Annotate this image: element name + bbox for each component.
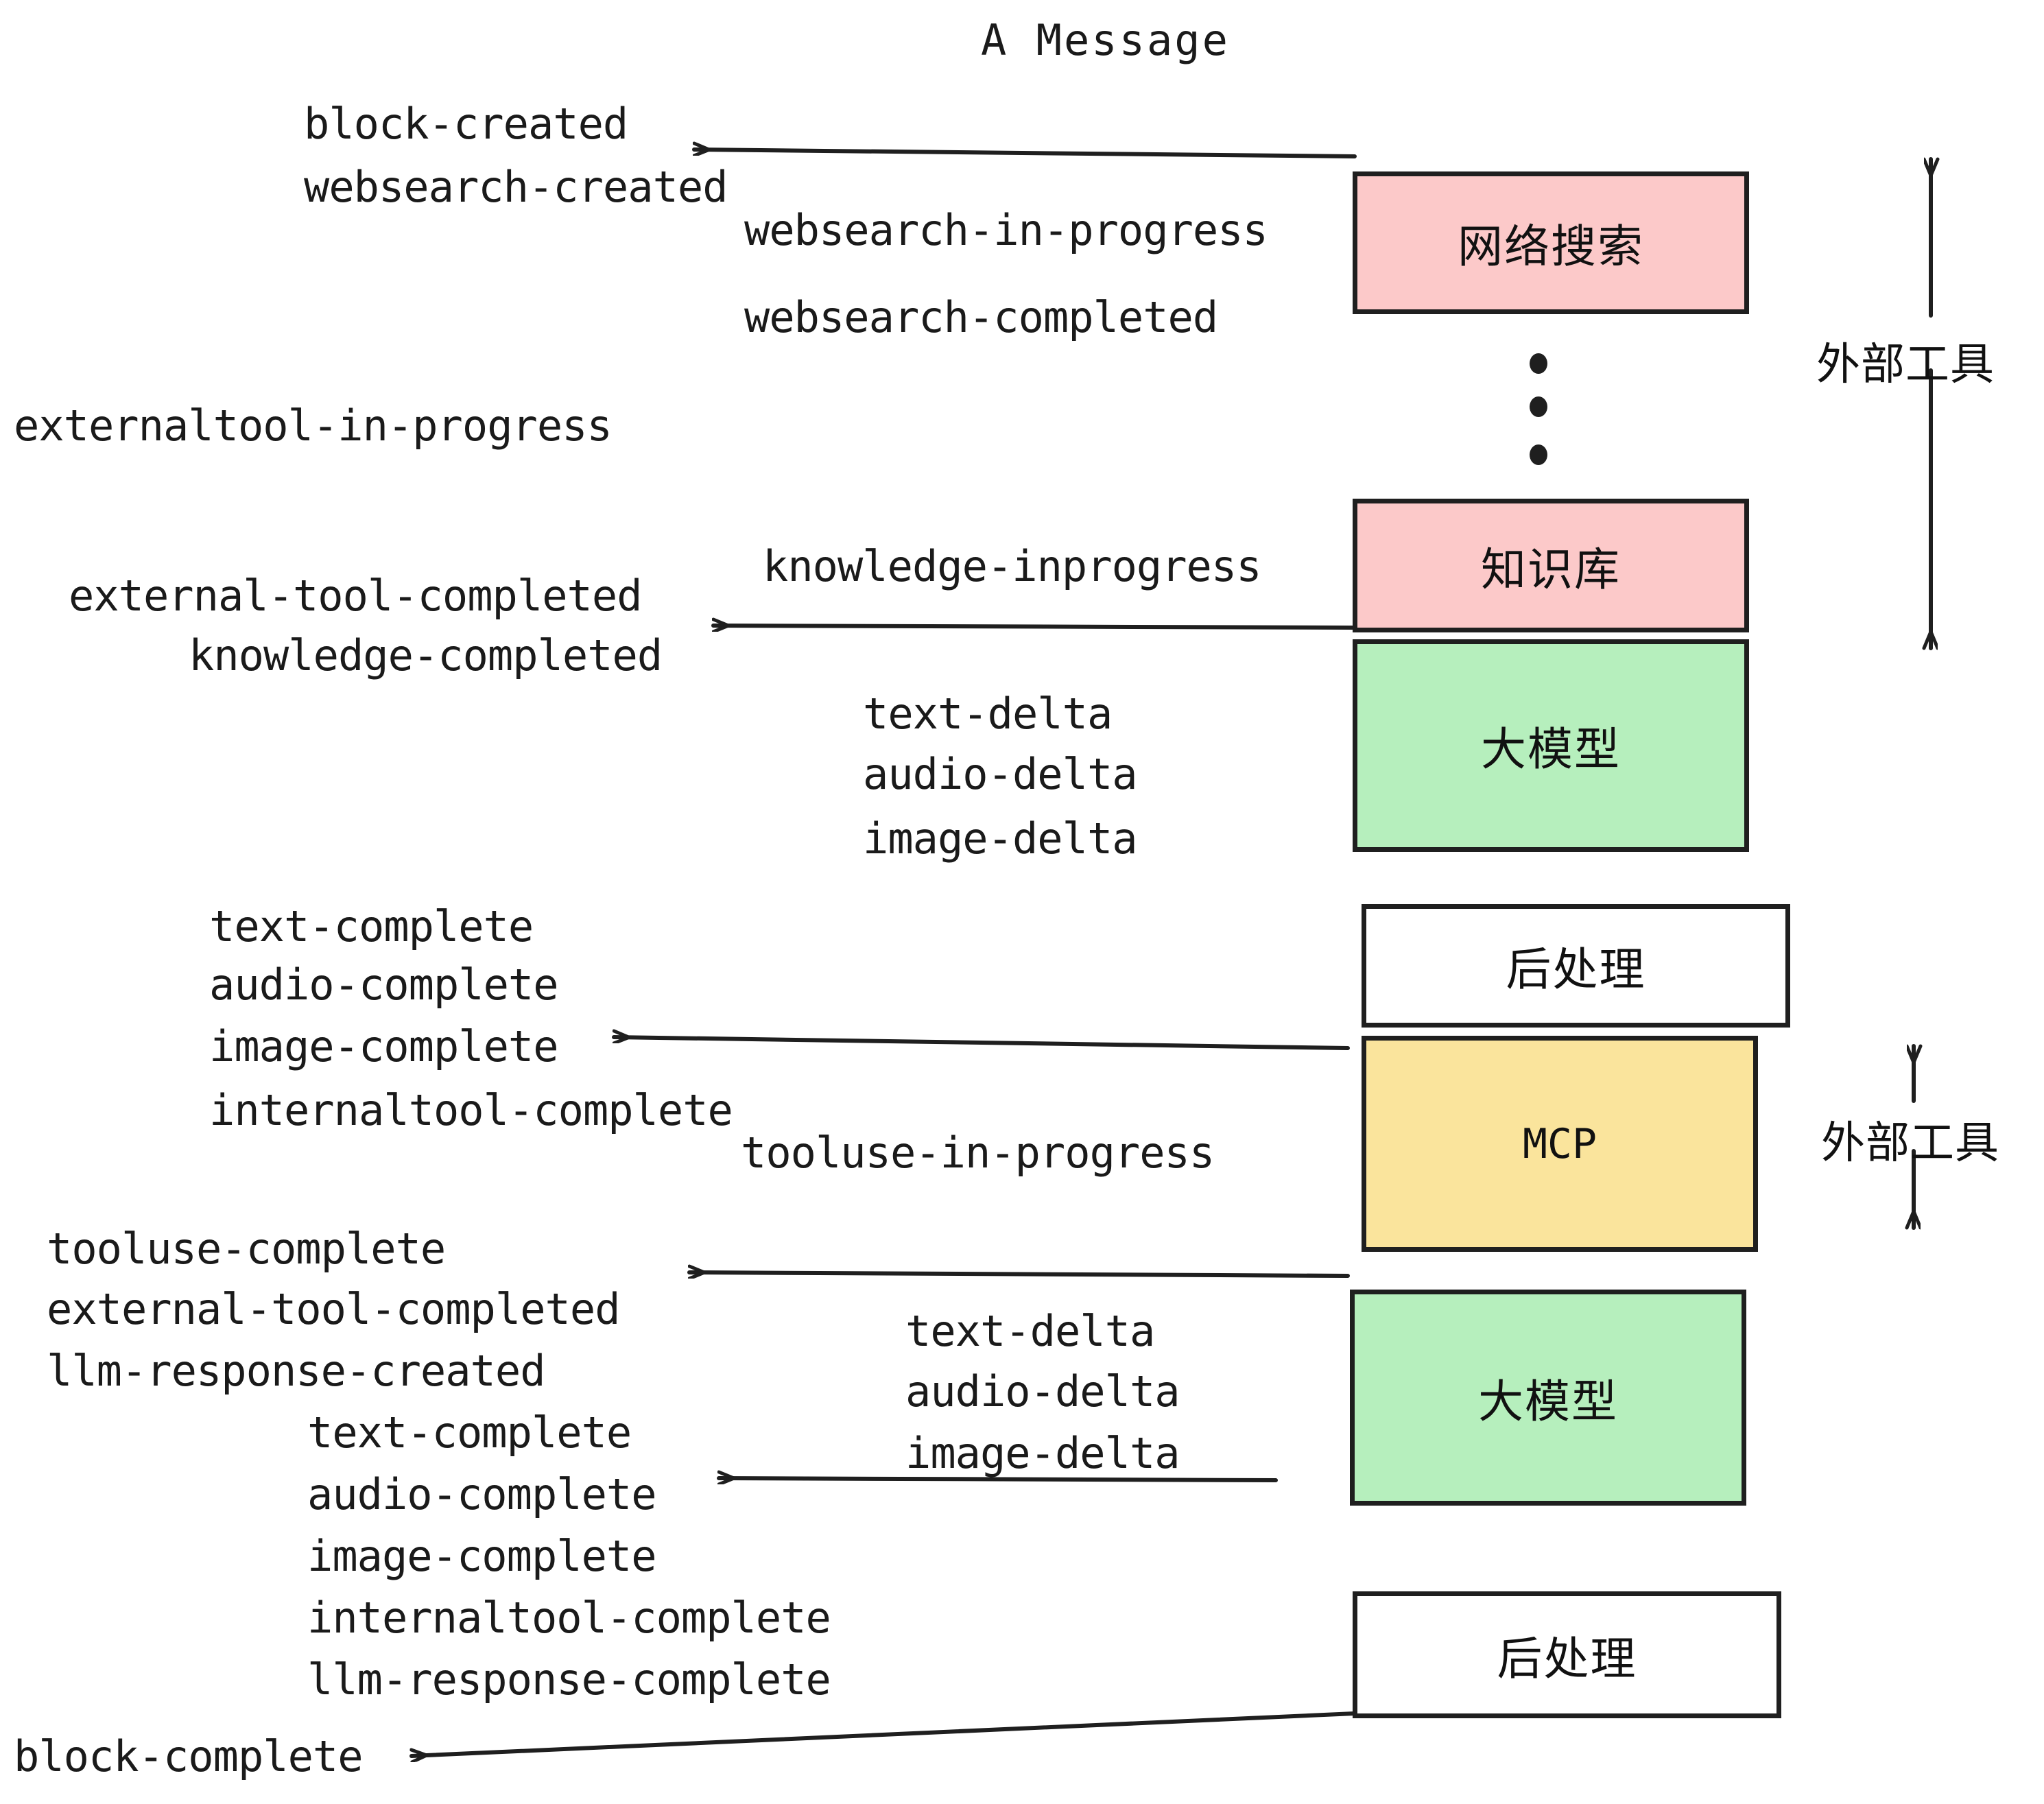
event-label-llm-response-created: llm-response-created <box>47 1346 546 1396</box>
event-label-tooluse-complete: tooluse-complete <box>47 1224 446 1274</box>
arrow-tooluse-complete <box>687 1272 1350 1276</box>
event-label-image-complete-2: image-complete <box>307 1531 657 1581</box>
event-label-knowledge-completed: knowledge-completed <box>189 630 663 680</box>
event-label-audio-complete-1: audio-complete <box>209 960 559 1010</box>
event-label-websearch-in-progress: websearch-in-progress <box>744 205 1268 255</box>
event-label-image-complete-1: image-complete <box>209 1021 559 1071</box>
box-knowledge: 知识库 <box>1353 499 1749 632</box>
page-title: A Message <box>981 15 1230 65</box>
arrow-knowledge-completed <box>711 626 1357 628</box>
event-label-websearch-created: websearch-created <box>304 162 728 212</box>
event-label-text-complete-1: text-complete <box>209 901 534 951</box>
event-label-internaltool-complete-2: internaltool-complete <box>307 1593 831 1643</box>
event-label-external-tool-completed-2: external-tool-completed <box>47 1284 621 1334</box>
event-label-block-created: block-created <box>304 99 628 149</box>
event-label-text-complete-2: text-complete <box>307 1408 632 1458</box>
box-llm-1: 大模型 <box>1353 639 1749 852</box>
arrow-audio-complete <box>717 1478 1278 1480</box>
box-postproc-1: 后处理 <box>1362 904 1790 1028</box>
box-label: 后处理 <box>1506 943 1646 996</box>
box-label: 大模型 <box>1481 723 1621 776</box>
event-label-image-delta-2: image-delta <box>905 1428 1180 1478</box>
event-label-websearch-completed: websearch-completed <box>744 292 1218 342</box>
box-postproc-2: 后处理 <box>1353 1591 1781 1718</box>
arrow-block-complete <box>409 1711 1357 1756</box>
event-label-internaltool-complete-1: internaltool-complete <box>209 1085 733 1135</box>
event-label-knowledge-inprogress: knowledge-inprogress <box>763 541 1262 591</box>
ellipsis-dot-3 <box>1530 444 1547 465</box>
box-label: 后处理 <box>1497 1632 1637 1685</box>
box-label: MCP <box>1522 1119 1597 1168</box>
box-label: 知识库 <box>1481 543 1621 596</box>
ellipsis-dot-1 <box>1530 353 1547 374</box>
event-label-audio-delta-1: audio-delta <box>863 749 1138 799</box>
event-label-text-delta-2: text-delta <box>905 1306 1155 1356</box>
event-label-externaltool-in-progress: externaltool-in-progress <box>14 401 613 451</box>
event-label-block-complete: block-complete <box>14 1731 364 1781</box>
annotation-external-tools-bottom: 外部工具 <box>1821 1118 1999 1169</box>
box-mcp: MCP <box>1362 1036 1758 1252</box>
event-label-text-delta-1: text-delta <box>863 689 1113 739</box>
box-websearch: 网络搜索 <box>1353 171 1749 314</box>
event-label-image-delta-1: image-delta <box>863 814 1138 864</box>
annotation-external-tools-top: 外部工具 <box>1816 340 1995 390</box>
arrow-image-complete <box>612 1037 1350 1050</box>
box-label: 网络搜索 <box>1458 220 1644 273</box>
event-label-external-tool-completed-1: external-tool-completed <box>69 571 643 621</box>
box-label: 大模型 <box>1478 1375 1618 1428</box>
event-label-audio-complete-2: audio-complete <box>307 1469 657 1519</box>
event-label-llm-response-complete: llm-response-complete <box>307 1654 831 1705</box>
box-llm-2: 大模型 <box>1350 1290 1746 1506</box>
event-label-tooluse-in-progress: tooluse-in-progress <box>741 1128 1215 1178</box>
arrow-block-created <box>692 150 1357 158</box>
ellipsis-dot-2 <box>1530 396 1547 417</box>
event-label-audio-delta-2: audio-delta <box>905 1366 1180 1416</box>
